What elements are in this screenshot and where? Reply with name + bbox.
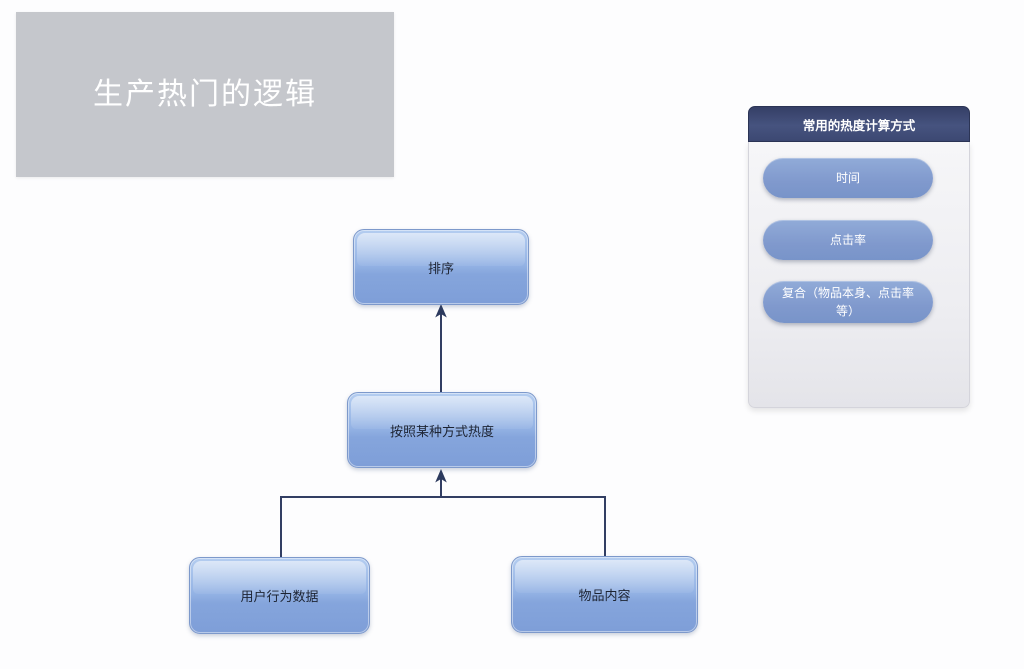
node-sort-label: 排序 xyxy=(427,260,454,276)
node-user-behavior-data-label: 用户行为数据 xyxy=(240,589,319,604)
pill-composite: 复合（物品本身、点击率等） xyxy=(763,281,933,323)
node-item-content-label: 物品内容 xyxy=(578,588,631,603)
heat-methods-panel: 常用的热度计算方式 时间 点击率 复合（物品本身、点击率等） xyxy=(748,106,970,408)
pill-click-rate-label: 点击率 xyxy=(829,233,866,247)
heat-methods-panel-title: 常用的热度计算方式 xyxy=(802,118,916,133)
page-title: 生产热门的逻辑 xyxy=(93,77,317,111)
node-heat-method: 按照某种方式热度 xyxy=(347,392,537,468)
pill-composite-label: 复合（物品本身、点击率等） xyxy=(781,286,914,318)
node-user-behavior-data: 用户行为数据 xyxy=(189,557,370,634)
node-sort: 排序 xyxy=(353,229,529,305)
arrowhead-up-heat xyxy=(435,469,447,483)
heat-methods-panel-header: 常用的热度计算方式 xyxy=(748,106,970,142)
pill-time-label: 时间 xyxy=(835,171,860,185)
node-item-content: 物品内容 xyxy=(511,556,698,633)
arrowhead-up-sort xyxy=(435,304,447,318)
connector-tree xyxy=(280,496,606,558)
node-heat-method-label: 按照某种方式热度 xyxy=(389,423,494,439)
pill-time: 时间 xyxy=(763,158,933,198)
title-card: 生产热门的逻辑 xyxy=(16,12,394,177)
heat-methods-panel-body: 时间 点击率 复合（物品本身、点击率等） xyxy=(748,142,970,408)
pill-click-rate: 点击率 xyxy=(763,220,933,260)
